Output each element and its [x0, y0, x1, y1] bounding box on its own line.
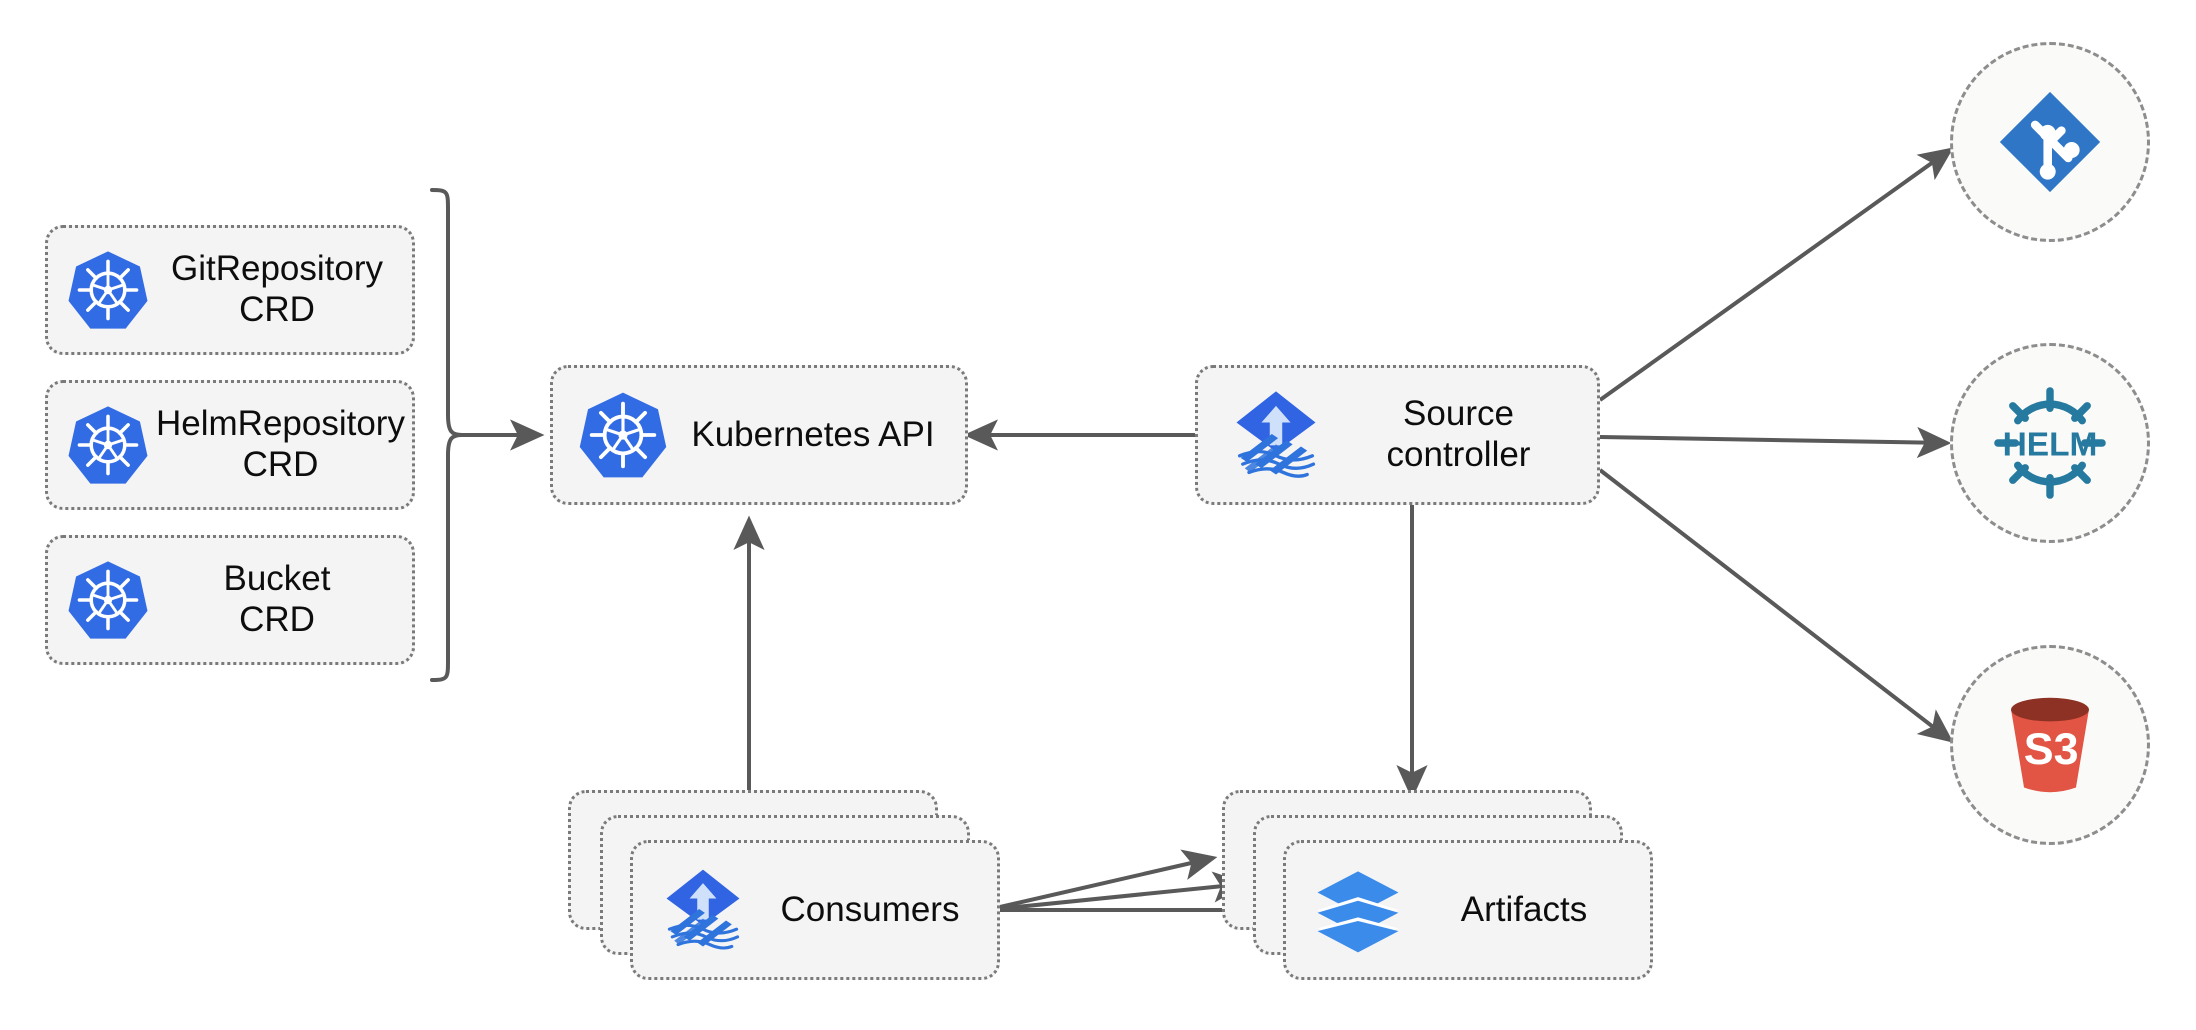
- crd-group-brace: [430, 188, 464, 682]
- kubernetes-icon: [577, 389, 669, 481]
- node-source-controller[interactable]: Source controller: [1195, 365, 1600, 505]
- edge-source-to-helm: [1599, 426, 1952, 459]
- node-helmrepository-crd[interactable]: HelmRepository CRD: [45, 380, 415, 510]
- node-label: HelmRepository CRD: [156, 404, 405, 484]
- node-git-source[interactable]: [1950, 42, 2150, 242]
- s3-wordmark: S3: [2024, 723, 2079, 774]
- edge-consumers-to-artifacts-2: [986, 871, 1248, 912]
- node-s3-source[interactable]: S3: [1950, 645, 2150, 845]
- helm-icon: HELM: [1988, 381, 2112, 505]
- node-label: Artifacts: [1460, 889, 1588, 929]
- edge-consumers-to-artifacts-1: [986, 849, 1218, 912]
- node-kubernetes-api[interactable]: Kubernetes API: [550, 365, 968, 505]
- git-icon: [1993, 85, 2107, 199]
- edge-source-to-s3: [1598, 468, 1954, 743]
- node-label: Consumers: [780, 889, 960, 929]
- kubernetes-icon: [66, 248, 150, 332]
- node-gitrepository-crd[interactable]: GitRepository CRD: [45, 225, 415, 355]
- kubernetes-icon: [66, 403, 150, 487]
- node-artifacts[interactable]: Artifacts: [1283, 840, 1653, 980]
- node-label: Kubernetes API: [691, 414, 935, 454]
- layers-icon: [1312, 864, 1404, 956]
- node-label: GitRepository CRD: [170, 249, 384, 329]
- flux-icon: [1224, 383, 1328, 487]
- flux-icon: [655, 862, 751, 958]
- node-label: Bucket CRD: [223, 559, 331, 639]
- helm-wordmark: HELM: [2003, 426, 2098, 463]
- node-bucket-crd[interactable]: Bucket CRD: [45, 535, 415, 665]
- node-helm-source[interactable]: HELM: [1950, 343, 2150, 543]
- edge-source-to-git: [1598, 147, 1954, 402]
- node-label: Source controller: [1386, 394, 1531, 474]
- node-consumers[interactable]: Consumers: [630, 840, 1000, 980]
- s3-bucket-icon: S3: [1991, 686, 2109, 804]
- kubernetes-icon: [66, 558, 150, 642]
